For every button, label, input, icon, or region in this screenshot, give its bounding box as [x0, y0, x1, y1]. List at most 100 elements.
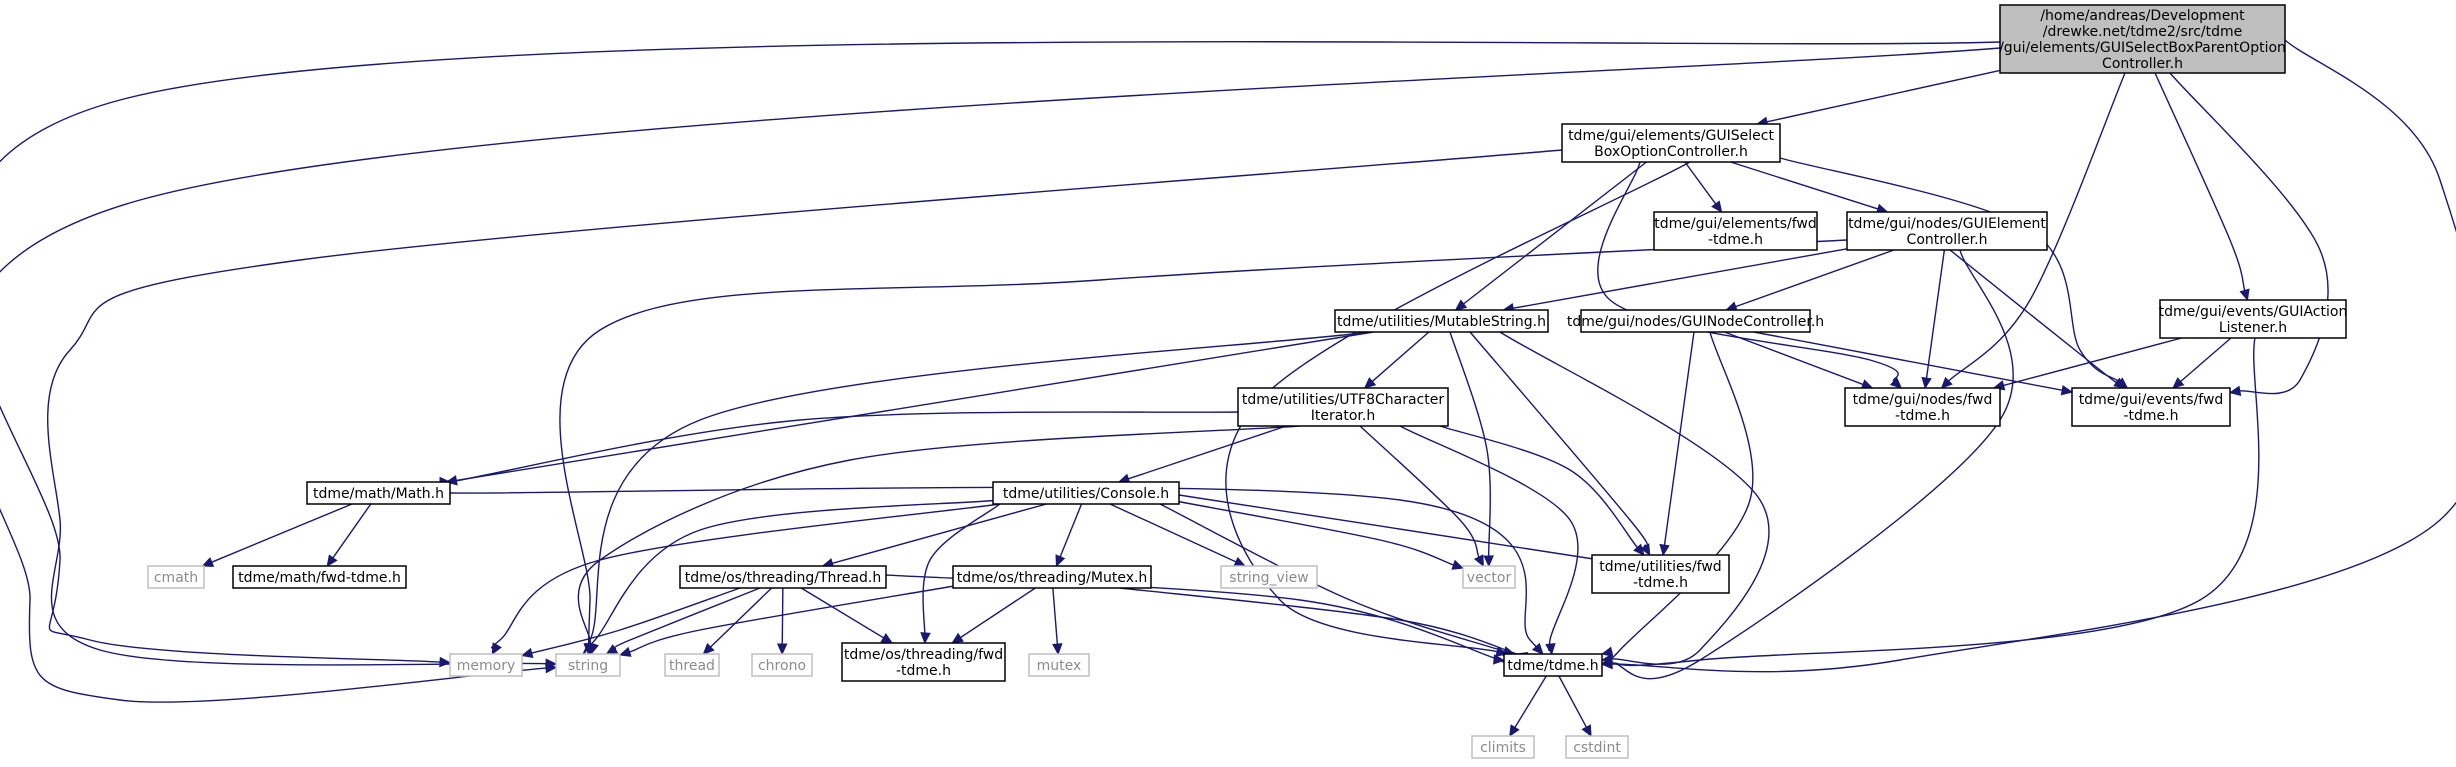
- node-label-line: memory: [457, 658, 516, 674]
- node-climits: climits: [1471, 735, 1535, 759]
- node-nodesfwd[interactable]: tdme/gui/nodes/fwd-tdme.h: [1844, 387, 2001, 427]
- edge-line: [1948, 72, 2126, 382]
- edge-arrowhead: [1581, 724, 1592, 738]
- edge-utf8-to-tdme: [1399, 425, 1579, 656]
- edge-line: [832, 503, 1047, 565]
- edge-line: [332, 503, 372, 559]
- node-label-line: chrono: [758, 658, 806, 674]
- edge-line: [586, 499, 1001, 651]
- edge-nodectrl-to-utilfwd: [1659, 331, 1695, 557]
- edge-nodectrl-to-eventsfwd: [1753, 331, 2074, 396]
- edge-arrowhead: [2172, 377, 2185, 389]
- node-cstdint: cstdint: [1565, 735, 1629, 759]
- edge-layer: [0, 39, 2456, 738]
- edge-line: [1925, 249, 1946, 379]
- edge-tdme-to-cstdint: [1558, 675, 1592, 738]
- node-elementsfwd[interactable]: tdme/gui/elements/fwd-tdme.h: [1653, 211, 1818, 251]
- edge-line: [1169, 499, 1454, 566]
- edge-line: [1611, 337, 2260, 667]
- edge-line: [2180, 337, 2232, 382]
- edge-line: [1159, 503, 1514, 655]
- edge-arrowhead: [1451, 559, 1465, 570]
- node-label-line: /gui/elements/GUISelectBoxParentOption: [1999, 40, 2286, 56]
- node-root[interactable]: /home/andreas/Development/drewke.net/tdm…: [1999, 4, 2286, 74]
- edge-arrowhead: [520, 647, 534, 659]
- node-label-line: BoxOptionController.h: [1594, 144, 1748, 160]
- edge-arrowhead: [1889, 377, 1903, 389]
- edge-arrowhead: [1659, 543, 1670, 557]
- node-thread[interactable]: tdme/os/threading/Thread.h: [679, 565, 887, 589]
- edge-thread-to-threadsys: [702, 587, 773, 655]
- node-mathfwd[interactable]: tdme/math/fwd-tdme.h: [232, 565, 407, 589]
- node-label-line: -tdme.h: [1895, 408, 1950, 424]
- node-tdme[interactable]: tdme/tdme.h: [1503, 653, 1603, 677]
- node-box: [664, 653, 720, 677]
- node-utilfwd[interactable]: tdme/utilities/fwd-tdme.h: [1591, 554, 1730, 594]
- node-box: [1580, 309, 1811, 333]
- node-label-line: Iterator.h: [1311, 408, 1375, 424]
- node-box: [147, 565, 205, 589]
- edge-arrowhead: [1055, 554, 1066, 568]
- edge-optionctrl-to-nodesfwd: [1597, 161, 1903, 389]
- node-mutexh[interactable]: tdme/os/threading/Mutex.h: [952, 565, 1152, 589]
- node-box: [449, 653, 523, 677]
- edge-arrowhead: [1483, 555, 1494, 568]
- node-eventsfwd[interactable]: tdme/gui/events/fwd-tdme.h: [2071, 387, 2231, 427]
- edge-arrowhead: [326, 554, 338, 567]
- edge-arrowhead: [1473, 554, 1484, 568]
- edge-arrowhead: [1493, 654, 1506, 665]
- edge-mutablestring-to-utf8: [1363, 331, 1430, 389]
- edge-line: [1949, 249, 2119, 385]
- edge-line: [1439, 425, 1638, 548]
- edge-console-to-thread: [821, 503, 1047, 569]
- edge-line: [1597, 161, 1899, 382]
- edge-root-to-eventsfwd: [2169, 72, 2329, 397]
- edge-utf8-to-utilfwd: [1439, 425, 1645, 556]
- edge-mutablestring-to-utilfwd: [1469, 331, 1651, 557]
- edge-line: [1059, 503, 1083, 557]
- node-threadingfwd[interactable]: tdme/os/threading/fwd-tdme.h: [841, 642, 1006, 682]
- edge-line: [1052, 587, 1059, 645]
- edge-arrowhead: [618, 646, 632, 657]
- edge-optionctrl-to-mutablestring: [1454, 161, 1647, 311]
- edge-console-to-tdme: [1159, 503, 1516, 657]
- node-label-line: mutex: [1037, 658, 1082, 674]
- edge-arrowhead: [491, 642, 502, 656]
- edge-mutablestring-to-vector: [1449, 331, 1494, 568]
- edge-console-to-vector: [1169, 499, 1465, 570]
- edge-utf8-to-vector: [1359, 425, 1484, 568]
- edge-line: [1558, 675, 1587, 728]
- node-mutablestring[interactable]: tdme/utilities/MutableString.h: [1334, 309, 1549, 333]
- edge-arrowhead: [1940, 376, 1953, 389]
- edge-mutablestring-to-math: [445, 331, 1374, 486]
- edge-line: [1128, 425, 1287, 480]
- node-math[interactable]: tdme/math/Math.h: [306, 481, 451, 505]
- node-box: [1220, 565, 1318, 589]
- node-threadsys: thread: [664, 653, 720, 677]
- node-label-line: cmath: [154, 570, 198, 586]
- node-optionctrl[interactable]: tdme/gui/elements/GUISelectBoxOptionCont…: [1561, 123, 1781, 163]
- node-box: [1028, 653, 1090, 677]
- edge-line: [2154, 72, 2246, 291]
- node-label-line: vector: [1467, 570, 1512, 586]
- node-mutexsys: mutex: [1028, 653, 1090, 677]
- edge-line: [1606, 331, 1754, 663]
- edge-line: [581, 331, 1371, 659]
- edge-line: [1663, 331, 1695, 546]
- node-label-line: Controller.h: [2102, 56, 2183, 72]
- edge-line: [0, 41, 2001, 663]
- edge-line: [1514, 675, 1547, 728]
- edge-arrowhead: [1633, 543, 1645, 556]
- node-box: [1334, 309, 1549, 333]
- node-console[interactable]: tdme/utilities/Console.h: [992, 481, 1180, 505]
- edge-math-to-mathfwd: [326, 503, 372, 567]
- node-cmath: cmath: [147, 565, 205, 589]
- node-nodectrl[interactable]: tdme/gui/nodes/GUINodeController.h: [1567, 309, 1824, 333]
- node-label-line: tdme/utilities/UTF8Character: [1242, 392, 1444, 408]
- node-label-line: tdme/math/Math.h: [313, 486, 444, 502]
- edge-root-to-actionlistener: [2154, 72, 2250, 302]
